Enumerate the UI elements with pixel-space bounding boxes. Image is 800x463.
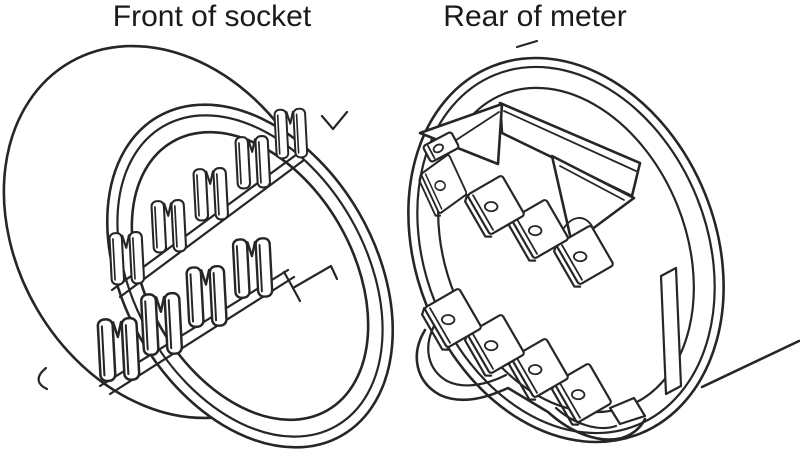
meter-top-tick [515,39,539,49]
meter-mounting-tab [422,131,460,163]
socket-opening [130,130,370,422]
front-of-socket-illustration [2,44,395,449]
meter-rim-inner-boss [659,266,683,396]
leader-line [700,339,800,389]
meter-strap-end-tab [608,396,647,426]
meter-retaining-strap [415,324,647,441]
meter-gusset-right [550,154,636,246]
socket-rim-notch [320,110,349,131]
meter-top-plate-edge [503,110,637,172]
rear-of-meter-title: Rear of meter [443,0,627,33]
rear-of-meter-illustration [407,39,800,444]
socket-shell-seam [37,366,49,391]
front-of-socket-title: Front of socket [112,0,312,33]
